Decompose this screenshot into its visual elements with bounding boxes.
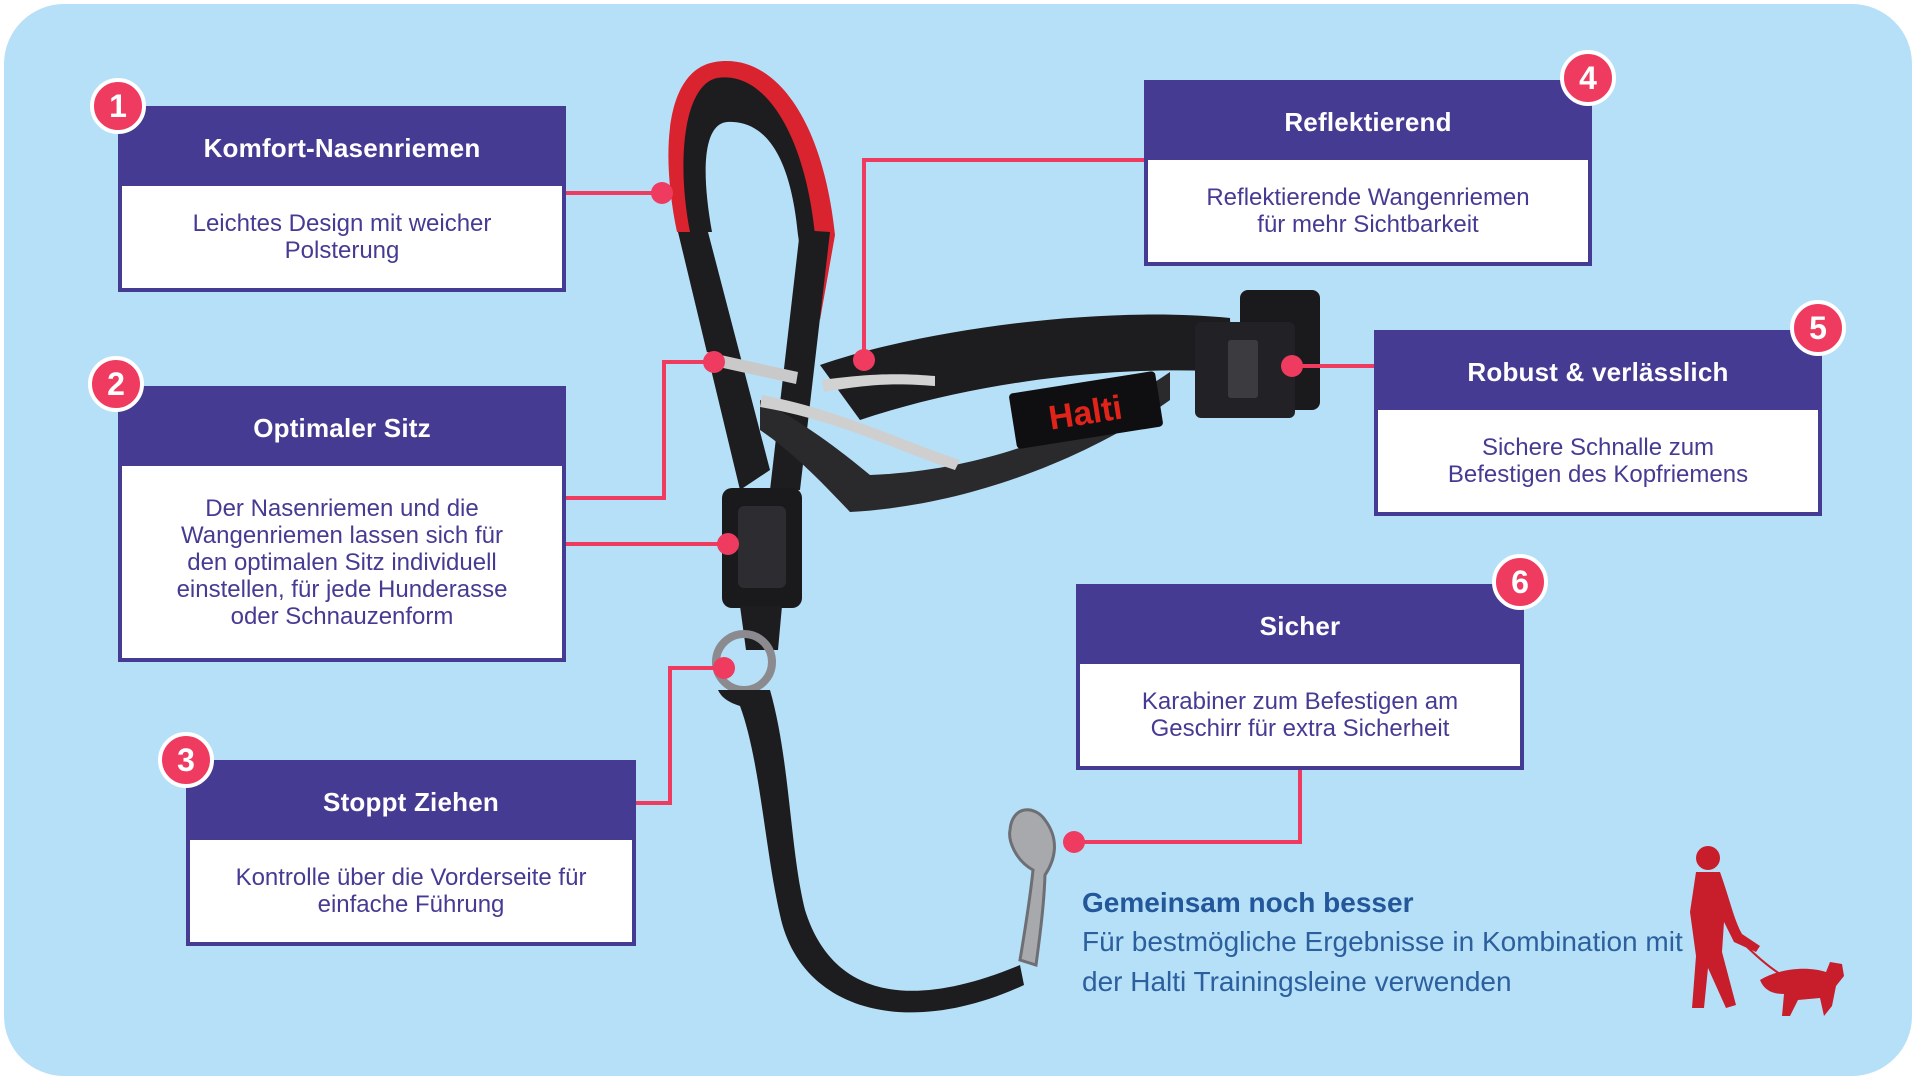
feature-title: Optimaler Sitz: [122, 390, 562, 466]
promo-text: Für bestmögliche Ergebnisse in Kombinati…: [1082, 926, 1683, 997]
buckle-slot: [1228, 340, 1258, 398]
feature-title: Robust & verlässlich: [1378, 334, 1818, 410]
reflective-band-2: [760, 395, 960, 470]
feature-card-5: Robust & verlässlich Sichere Schnalle zu…: [1374, 330, 1822, 516]
feature-card-2: Optimaler Sitz Der Nasenriemen und die W…: [118, 386, 566, 662]
feature-number-badge: 6: [1492, 554, 1548, 610]
halti-label-patch: [1009, 371, 1163, 449]
feature-number-badge: 1: [90, 78, 146, 134]
feature-title: Reflektierend: [1148, 84, 1588, 160]
feature-title: Komfort-Nasenriemen: [122, 110, 562, 186]
feature-card-4: Reflektierend Reflektierende Wangenrieme…: [1144, 80, 1592, 266]
feature-number-badge: 4: [1560, 50, 1616, 106]
feature-card-1: Komfort-Nasenriemen Leichtes Design mit …: [118, 106, 566, 292]
lead-strap: [718, 690, 1024, 1013]
reflective-band-1: [705, 352, 798, 384]
feature-number-badge: 5: [1790, 300, 1846, 356]
cheek-strap: [820, 314, 1232, 420]
carabiner: [1008, 808, 1056, 967]
lower-cheek-strap: [760, 372, 1170, 512]
feature-text: Karabiner zum Befestigen am Geschirr für…: [1141, 688, 1459, 742]
feature-text: Der Nasenriemen und die Wangenriemen las…: [176, 494, 508, 630]
promo-title: Gemeinsam noch besser: [1082, 887, 1414, 918]
reflective-band-3: [822, 374, 935, 392]
nose-strap-padding: [668, 61, 835, 320]
feature-text: Sichere Schnalle zum Befestigen des Kopf…: [1447, 434, 1749, 488]
feature-text: Reflektierende Wangenriemen für mehr Sic…: [1206, 184, 1530, 238]
feature-card-3: Stoppt Ziehen Kontrolle über die Vorders…: [186, 760, 636, 946]
feature-text: Leichtes Design mit weicher Polsterung: [192, 210, 492, 264]
feature-text: Kontrolle über die Vorderseite für einfa…: [235, 864, 587, 918]
feature-title: Sicher: [1080, 588, 1520, 664]
feature-number-badge: 2: [88, 356, 144, 412]
feature-card-6: Sicher Karabiner zum Befestigen am Gesch…: [1076, 584, 1524, 770]
lower-strap: [740, 606, 782, 650]
feature-number-badge: 3: [158, 732, 214, 788]
promo-block: Gemeinsam noch besser Für bestmögliche E…: [1082, 884, 1722, 1002]
feature-title: Stoppt Ziehen: [190, 764, 632, 840]
nose-strap: [683, 77, 815, 300]
person-walking-dog-icon: [1690, 846, 1844, 1016]
